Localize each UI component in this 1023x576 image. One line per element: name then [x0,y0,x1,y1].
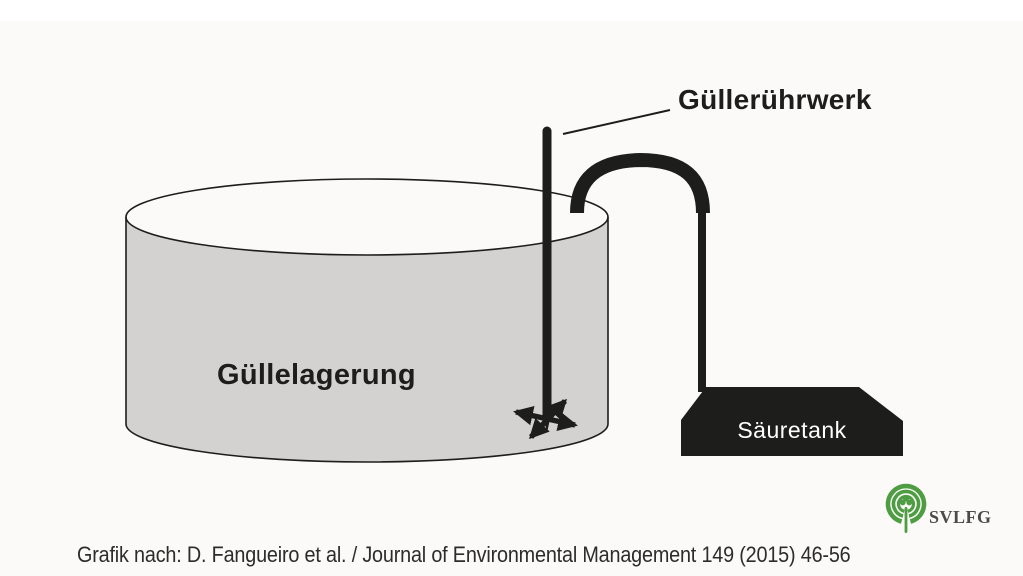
slurry-storage-label: Güllelagerung [217,359,416,391]
slurry-tank-bottom [125,423,609,463]
slurry-tank-body [126,217,608,462]
agitator-label: Güllerührwerk [678,84,872,115]
source-caption: Grafik nach: D. Fangueiro et al. / Journ… [77,542,851,567]
top-white-strip [0,0,1023,21]
agitator-propeller-icon [513,398,578,440]
agitator [513,126,578,440]
svlfg-logo-text: SVLFG [929,507,992,527]
slurry-tank-rim [125,178,609,256]
acid-tank-shape [681,387,903,456]
slurry-tank [125,178,609,463]
acid-pipe [570,152,710,392]
acid-tank-label: Säuretank [737,417,847,443]
slurry-tank-walls [125,217,609,424]
svlfg-logo-icon [885,483,927,533]
agitator-leader-line [562,109,671,135]
acid-pipe-bend [570,152,710,214]
